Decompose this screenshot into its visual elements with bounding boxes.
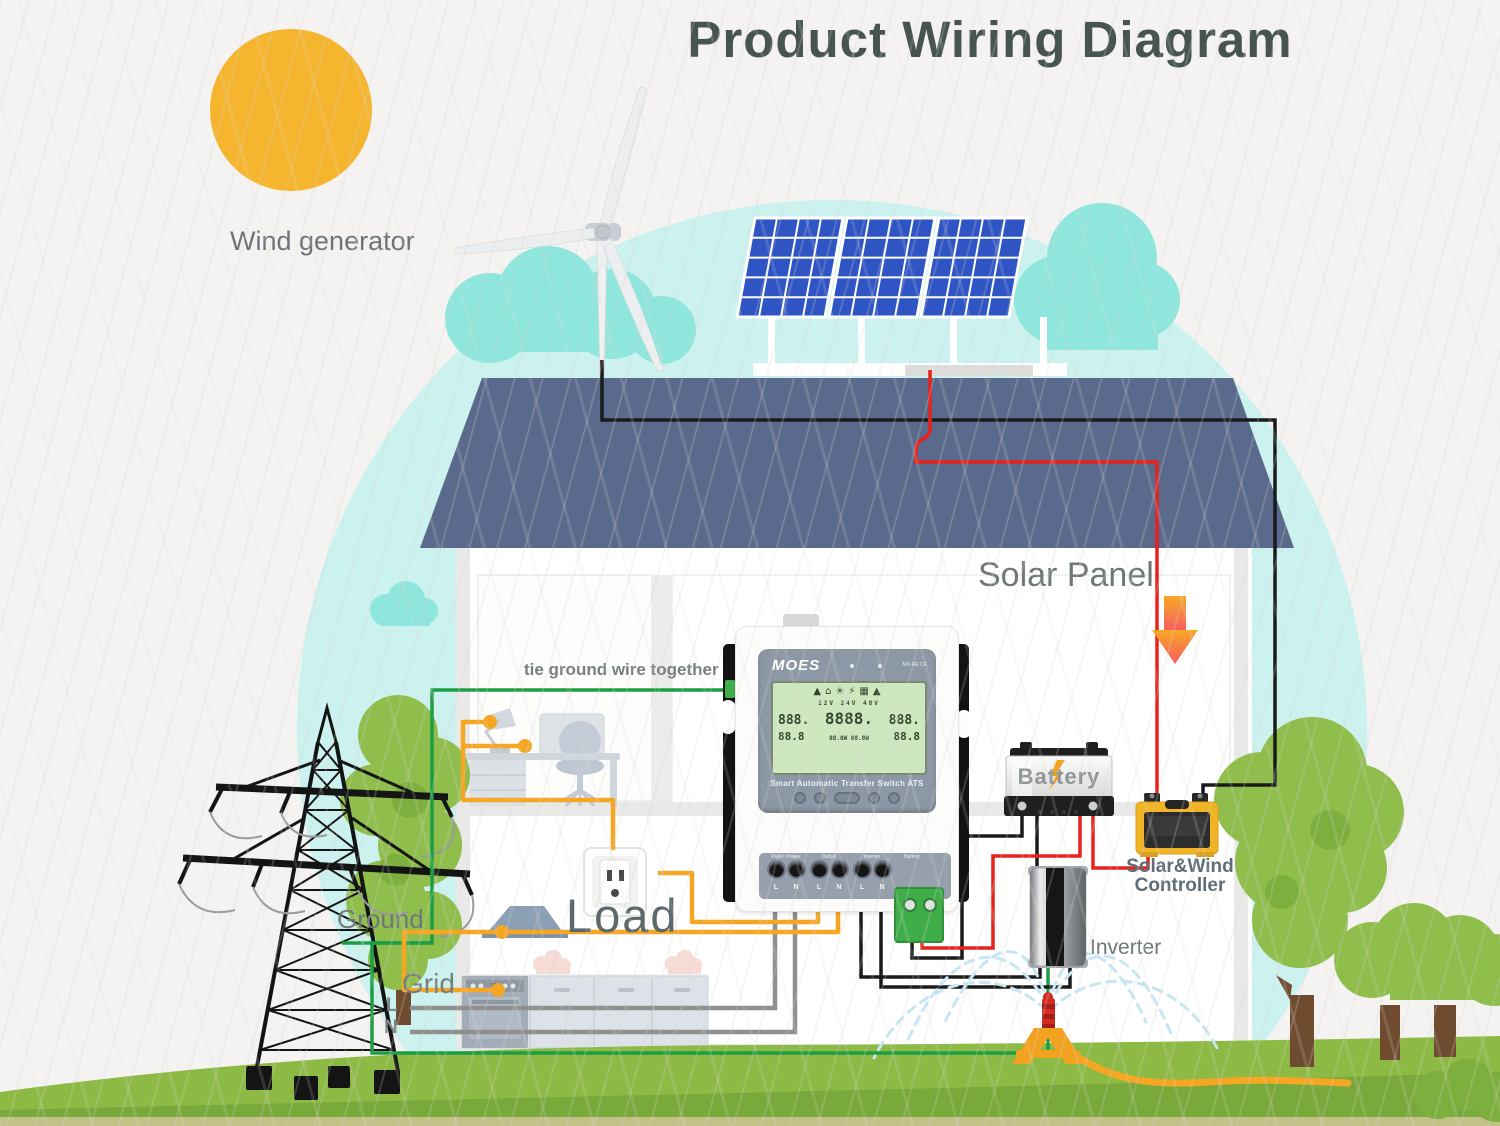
- terminal-group-label: Public Power: [771, 854, 801, 860]
- terminal-group-label: Output: [821, 854, 837, 860]
- desk-furniture: [464, 708, 620, 807]
- terminal-screw: [768, 862, 784, 877]
- connector-screw: [903, 898, 917, 912]
- brand-logo: MOES: [772, 657, 821, 674]
- solar-panel-label: Solar Panel: [978, 556, 1154, 594]
- down-arrow-icon: [1152, 596, 1198, 664]
- terminal-screw: [788, 862, 804, 877]
- ats-ground-lug: [725, 680, 735, 698]
- panel-dot: [850, 664, 854, 668]
- wind-generator-label: Wind generator: [230, 226, 415, 256]
- down-button[interactable]: [868, 792, 880, 804]
- up-button[interactable]: [814, 792, 826, 804]
- button-row: [758, 792, 936, 804]
- controller-label-line2: Controller: [1134, 875, 1226, 896]
- ats-device: MOES MX-RE CE ▲⌂☀⚡▦▲ 12V 24V 48V 888. 88…: [720, 614, 972, 943]
- pin-label: N: [836, 884, 842, 891]
- ats-mount-notch-left: [720, 700, 736, 734]
- wire-junction-dots: [483, 715, 532, 997]
- page-title: Product Wiring Diagram: [687, 11, 1293, 68]
- terminal-screw: [811, 862, 827, 877]
- power-button[interactable]: [834, 792, 860, 804]
- terminal-group-label: Battery: [904, 854, 920, 860]
- enter-button[interactable]: [888, 792, 900, 804]
- battery-label: Battery: [1017, 764, 1101, 789]
- panel-dot: [878, 664, 882, 668]
- menu-button[interactable]: [794, 792, 806, 804]
- solar-wind-controller-unit: [1135, 793, 1219, 857]
- pin-label: N: [879, 884, 885, 891]
- controller-label-line1: Solar&Wind: [1126, 856, 1234, 877]
- trees-right: [1214, 717, 1500, 1122]
- red-wires: [914, 370, 1159, 950]
- water-spray: [872, 950, 1222, 1060]
- grass: [0, 1036, 1500, 1126]
- solar-array: [735, 216, 1067, 376]
- lcd-load-value: 888.: [888, 713, 920, 728]
- terminal-group-label: Inverter: [863, 854, 881, 860]
- wind-turbine: [453, 85, 666, 381]
- ats-body: MOES MX-RE CE ▲⌂☀⚡▦▲ 12V 24V 48V 888. 88…: [735, 626, 959, 943]
- ground-label: Ground: [337, 904, 424, 934]
- line-n-label: N: [384, 1017, 398, 1038]
- tie-ground-label: tie ground wire together: [524, 660, 719, 679]
- ats-top-tab: [783, 614, 819, 628]
- battery-spark-icon: [1049, 760, 1065, 790]
- inverter-unit: [1028, 866, 1088, 968]
- terminal-screw: [831, 862, 847, 877]
- teal-clouds: [370, 203, 1180, 626]
- connector-screw: [923, 898, 937, 912]
- lcd-amp-left: 88.8: [778, 730, 805, 743]
- battery-connector: [894, 887, 944, 943]
- sun: [210, 29, 372, 191]
- pin-label: L: [859, 884, 865, 891]
- load-wires: [401, 719, 1352, 1087]
- ats-mount-notch-right: [956, 710, 972, 738]
- battery-unit: [1004, 742, 1114, 816]
- terminal-screw: [854, 862, 870, 877]
- turbine-blades: [453, 85, 666, 374]
- lcd-battery-value: 8888.: [824, 709, 874, 728]
- grid-label: Grid: [402, 968, 455, 999]
- line-l-label: L: [386, 995, 398, 1016]
- lcd-voltage-row: 12V 24V 48V: [818, 700, 880, 707]
- transmission-tower: [177, 702, 475, 1100]
- sprinkler: [872, 950, 1222, 1064]
- lcd-status-icons: ▲⌂☀⚡▦▲: [813, 686, 885, 697]
- wall-outlet: [583, 847, 647, 917]
- lcd-amp-right: 88.8: [893, 730, 921, 743]
- load-label: Load: [566, 889, 679, 942]
- device-subtitle: Smart Automatic Transfer Switch ATS: [770, 779, 924, 788]
- lcd-watts: 88.8W 88.8W: [829, 735, 869, 742]
- cert-text: MX-RE CE: [902, 662, 927, 668]
- ats-front-panel: MOES MX-RE CE ▲⌂☀⚡▦▲ 12V 24V 48V 888. 88…: [758, 649, 936, 813]
- pin-label: L: [773, 884, 779, 891]
- terminal-screw: [874, 862, 890, 877]
- pin-label: N: [793, 884, 799, 891]
- inverter-label: Inverter: [1090, 936, 1162, 959]
- terminal-strip: Public Power Output Inverter Battery L N…: [759, 853, 951, 943]
- lcd-screen: ▲⌂☀⚡▦▲ 12V 24V 48V 888. 8888. 888. 88.8 …: [771, 681, 927, 775]
- lcd-pv-value: 888.: [778, 713, 810, 728]
- pin-label: L: [816, 884, 822, 891]
